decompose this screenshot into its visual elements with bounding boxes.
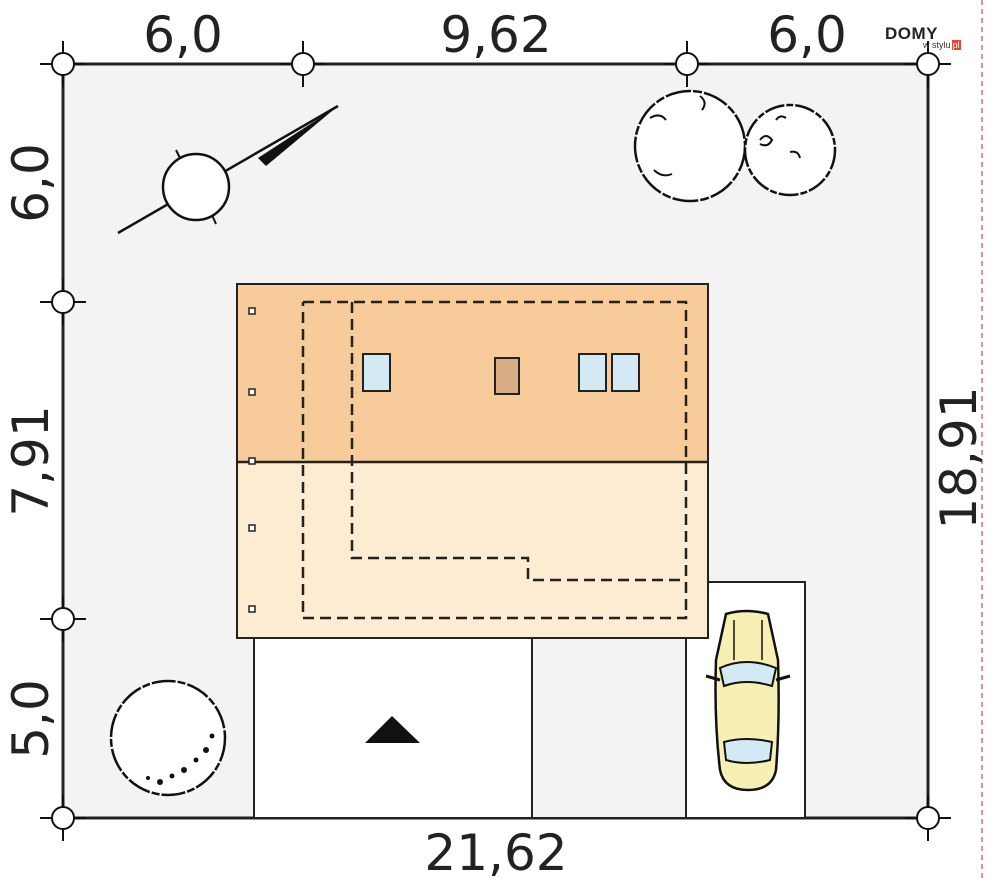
- entrance-triangle-icon: [365, 716, 420, 743]
- roof-window-1: [362, 353, 391, 392]
- dimension-left-bottom: 5,0: [2, 679, 60, 759]
- tree-icon: [109, 679, 227, 797]
- roof-window-2: [578, 353, 607, 392]
- dimension-bottom-total: 21,62: [424, 824, 567, 882]
- wall-outline-outer: [301, 300, 688, 620]
- lawn-strip: [531, 637, 687, 819]
- dimension-right-total: 18,91: [930, 386, 988, 529]
- car-icon: [705, 609, 791, 792]
- dimension-top-right: 6,0: [767, 6, 847, 64]
- brand-logo-tld: pl: [951, 40, 961, 50]
- tree-icon: [743, 103, 837, 197]
- roof-window-3: [611, 353, 640, 392]
- brand-logo-main: DOMY: [885, 24, 938, 43]
- dimension-left-middle: 7,91: [2, 405, 60, 516]
- dimension-left-top: 6,0: [2, 143, 60, 223]
- dimension-top-left: 6,0: [143, 6, 223, 64]
- brand-logo-sub-text: w stylu: [923, 40, 951, 50]
- tree-icon: [633, 89, 747, 203]
- gutter-markers: [248, 307, 256, 613]
- dimension-markers: [51, 52, 940, 830]
- wall-outline-inner: [350, 302, 686, 582]
- dimension-top-middle: 9,62: [440, 6, 551, 64]
- roof-lower: [236, 461, 709, 639]
- chimney: [494, 357, 520, 395]
- north-arrow-icon: [117, 104, 339, 235]
